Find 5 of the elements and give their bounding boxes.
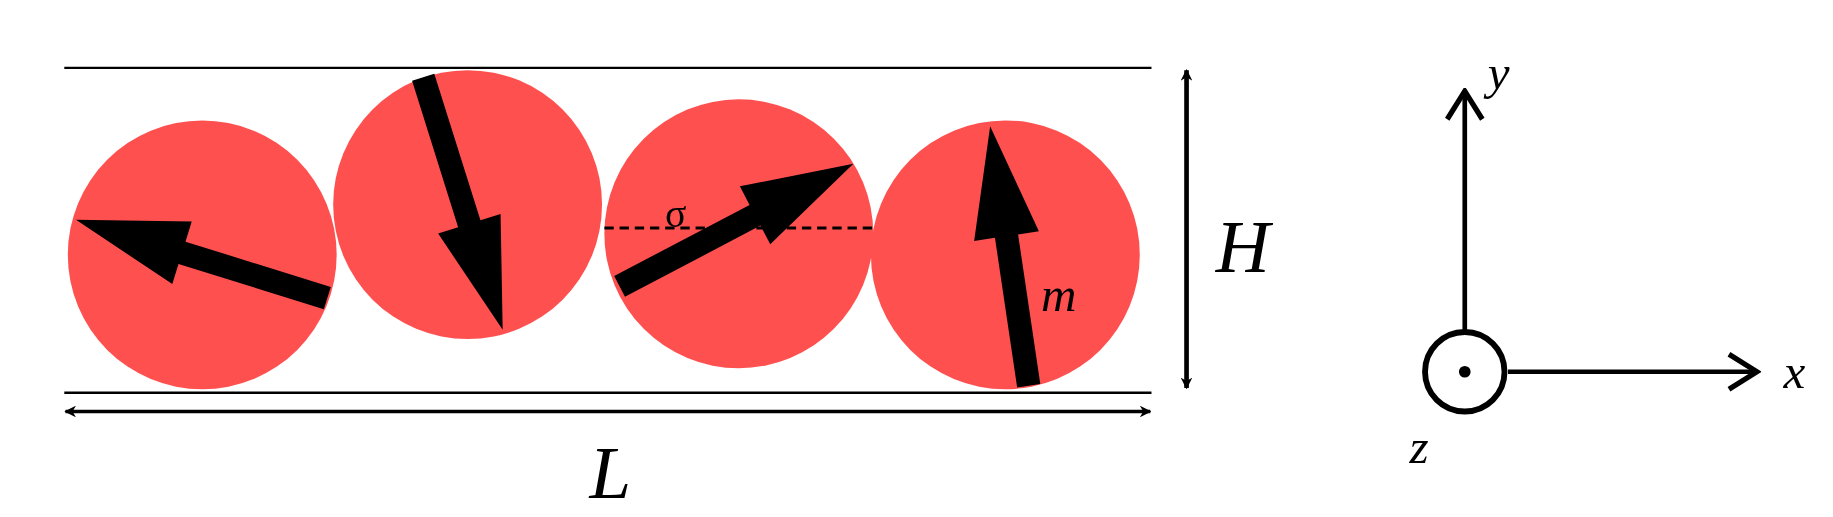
axis-label: z <box>1409 422 1429 472</box>
vector-label: m⃗ <box>1041 270 1115 320</box>
diameter-label: σ <box>664 194 687 234</box>
axis-label: x <box>1783 347 1806 397</box>
dimension-label: L <box>589 436 632 511</box>
